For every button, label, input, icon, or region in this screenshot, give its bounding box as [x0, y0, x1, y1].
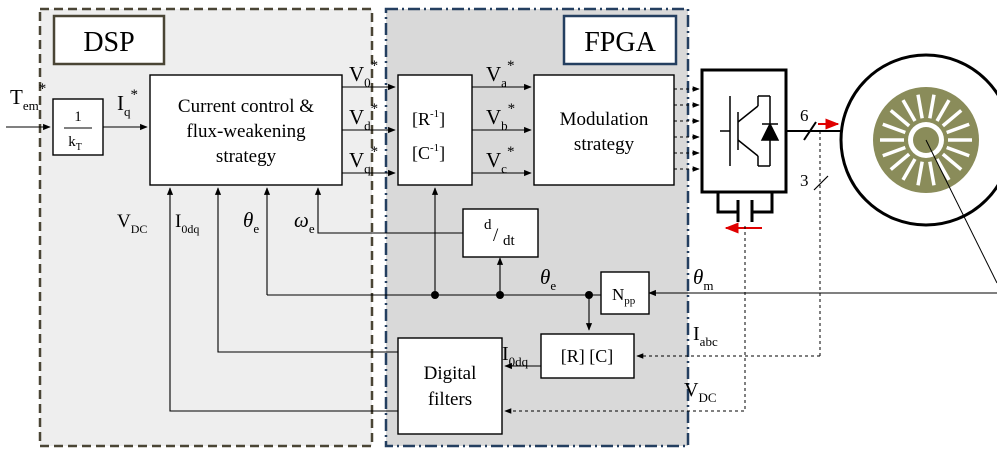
v0-ref-label: V0*	[349, 58, 378, 90]
inverse-transform-text-1: [R-1]	[412, 108, 445, 129]
gain-block	[52, 98, 104, 156]
digital-filters-block	[397, 337, 503, 435]
fpga-title: FPGA	[584, 27, 656, 58]
va-ref-label: Va*	[486, 58, 514, 90]
motor-icon	[839, 53, 997, 227]
vdc-measured-wire	[504, 226, 746, 414]
sensor-count-label: 3	[800, 171, 809, 190]
sensor-count-tick	[813, 175, 829, 191]
theta-e-feedback-label: θe	[243, 208, 259, 236]
fpga-title-box	[562, 14, 678, 66]
i0dq-mid-label: I0dq	[502, 343, 529, 369]
vdc-measured-label: VDC	[684, 379, 717, 405]
omega-e-wire	[314, 187, 463, 234]
rotor-slot	[901, 158, 917, 181]
junction-dot-2	[496, 291, 504, 299]
gain-numerator: 1	[74, 109, 82, 125]
inverse-transform-text-2: [C-1]	[412, 142, 445, 163]
igbt-icon	[720, 95, 780, 167]
dc-link-capacitor-icon	[716, 192, 774, 222]
rotor-slot	[882, 145, 906, 158]
vq-ref-label: Vq*	[349, 144, 378, 176]
vd-ref-label: Vd*	[349, 101, 378, 133]
rotor-slot	[901, 99, 917, 122]
rotor-slot	[935, 158, 951, 181]
iq-ref-label: Iq*	[117, 87, 138, 119]
pole-pairs-text: Npp	[612, 285, 636, 307]
phase-count-tick	[803, 121, 817, 141]
current-control-text-3: strategy	[216, 146, 277, 167]
rotor-slot	[916, 94, 924, 119]
current-control-text-1: Current control &	[178, 96, 314, 117]
derivative-denominator: dt	[503, 233, 516, 249]
theta-m-label: θm	[693, 265, 713, 293]
modulation-text-2: strategy	[574, 134, 635, 155]
modulation-text-1: Modulation	[560, 109, 649, 130]
rotor-slot	[941, 152, 963, 171]
rotor-slot	[882, 122, 906, 135]
direct-transform-text: [R] [C]	[561, 346, 614, 366]
rotor-slot	[928, 94, 936, 119]
junction-dot-1	[431, 291, 439, 299]
modulation-block	[533, 74, 675, 186]
derivative-block	[462, 208, 539, 258]
rotor-slot	[889, 109, 911, 128]
rotor-slot	[946, 145, 970, 158]
omega-e-feedback-label: ωe	[294, 208, 315, 236]
pole-pairs-block	[600, 271, 650, 315]
derivative-slash: /	[493, 225, 499, 246]
rotor-slot	[928, 161, 936, 186]
rotor-slot	[935, 99, 951, 122]
torque-ref-label: Tem*	[10, 81, 46, 113]
dsp-title-box	[52, 14, 166, 66]
i0dq-feedback-wire	[214, 187, 398, 353]
i0dq-feedback-label: I0dq	[175, 211, 199, 236]
junction-dot-3	[585, 291, 593, 299]
rotor-slot	[916, 161, 924, 186]
dsp-title: DSP	[83, 27, 134, 58]
vdc-feedback-wire	[166, 187, 398, 412]
rotor-slot	[941, 109, 963, 128]
direct-transform-block	[540, 333, 635, 379]
phase-count-label: 6	[800, 106, 809, 125]
rotor-slot	[946, 122, 970, 135]
theta-e-mid-label: θe	[540, 265, 556, 293]
digital-filters-text-2: filters	[428, 389, 472, 410]
digital-filters-text-1: Digital	[424, 363, 477, 384]
vc-ref-label: Vc*	[486, 144, 514, 176]
inverse-transform-block	[397, 74, 473, 186]
rotor-slot	[889, 152, 911, 171]
vdc-feedback-label: VDC	[117, 211, 147, 236]
encoder-shaft-line	[925, 139, 997, 284]
current-control-text-2: flux-weakening	[186, 121, 306, 142]
gate-signal-wires	[674, 86, 700, 172]
current-control-block	[149, 74, 343, 186]
i-abc-label: Iabc	[693, 323, 718, 349]
derivative-numerator: d	[484, 217, 492, 233]
vb-ref-label: Vb*	[486, 101, 515, 133]
gain-denominator: kT	[68, 134, 82, 153]
